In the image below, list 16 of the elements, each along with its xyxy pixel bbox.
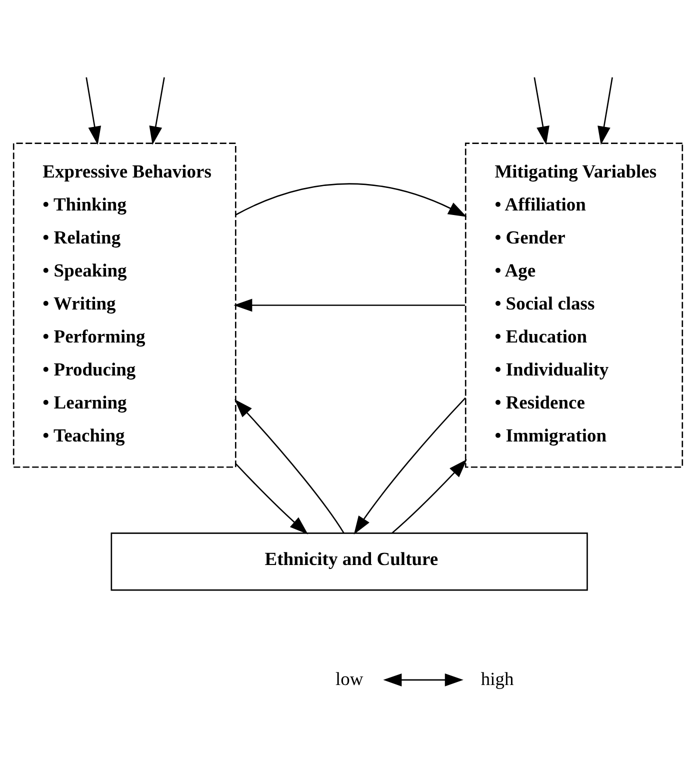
arrow [598,76,613,144]
arrow [235,462,308,534]
arrow [234,398,344,533]
node-box: Expressive Behaviors • Thinking • Relating • Speaking • Writing • Performing • Producing • Learning • Teaching [12,142,236,468]
arrow [235,182,467,216]
node-text: low [335,669,364,690]
arrow [354,396,466,534]
arrow [234,298,465,312]
arrow [86,76,102,144]
arrow [534,76,550,144]
arrow [392,458,467,533]
node-box: Mitigating Variables • Affiliation • Gender • Age • Social class • Education • Individuality • Residence • Immigration [464,142,684,468]
node-text: high [480,669,514,690]
arrow [383,672,464,686]
arrow [149,76,165,144]
node-box: Ethnicity and Culture [110,532,588,590]
